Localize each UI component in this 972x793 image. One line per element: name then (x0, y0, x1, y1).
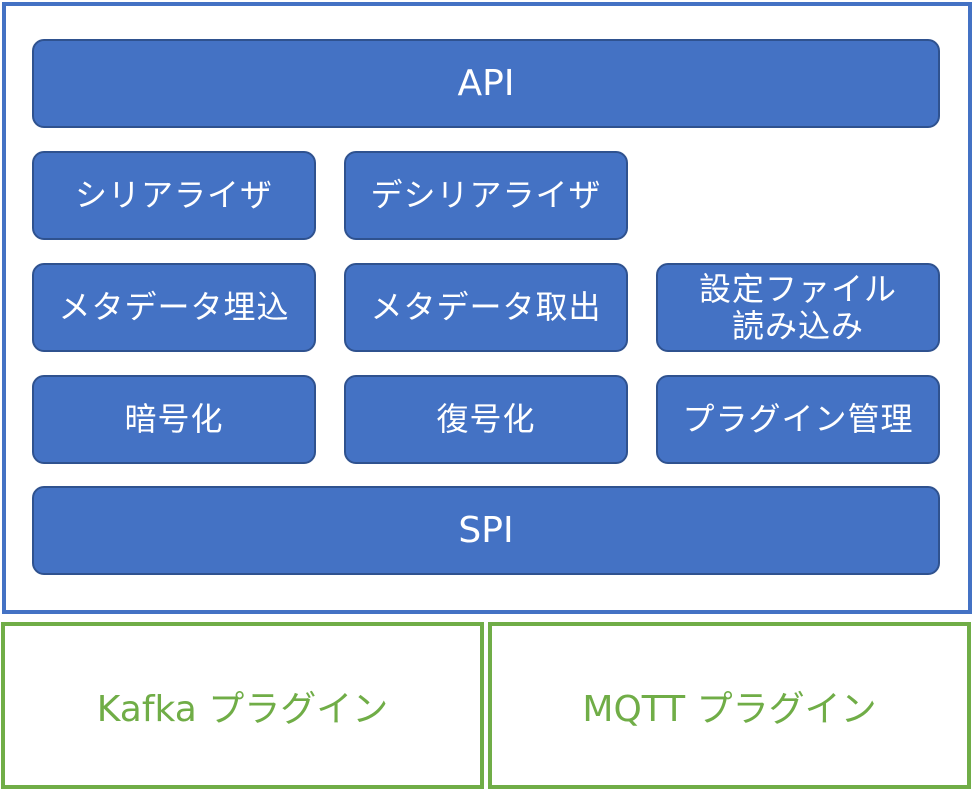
plugin-manager-block: プラグイン管理 (656, 375, 940, 464)
encrypt-block: 暗号化 (32, 375, 316, 464)
api-layer: API (32, 39, 940, 128)
metadata-embed-block: メタデータ埋込 (32, 263, 316, 352)
metadata-extract-block: メタデータ取出 (344, 263, 628, 352)
deserializer-block: デシリアライザ (344, 151, 628, 240)
spi-layer: SPI (32, 486, 940, 575)
serializer-block: シリアライザ (32, 151, 316, 240)
kafka-plugin-box: Kafka プラグイン (1, 622, 484, 789)
decrypt-block: 復号化 (344, 375, 628, 464)
mqtt-plugin-box: MQTT プラグイン (488, 622, 971, 789)
config-load-block: 設定ファイル 読み込み (656, 263, 940, 352)
